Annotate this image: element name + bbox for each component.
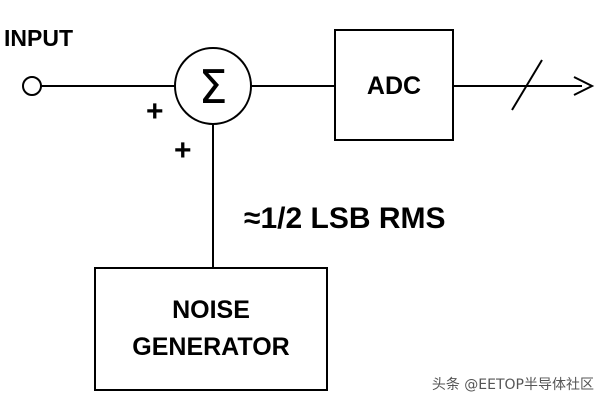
noise-amplitude-label: ≈1/2 LSB RMS [244,202,446,235]
sum-symbol: Σ [198,60,227,114]
watermark-text: 头条 @EETOP半导体社区 [432,376,594,393]
input-label: INPUT [4,25,73,51]
plus-sign-noise-input: + [174,134,192,167]
input-terminal [22,76,42,96]
bus-slash-mark [511,59,543,111]
noise-generator-label-line1: NOISE [172,296,250,324]
noise-generator-block [94,267,328,391]
plus-sign-left-input: + [146,95,164,128]
adc-label: ADC [367,72,421,100]
output-arrowhead [573,76,595,96]
adc-block [334,29,454,141]
noise-generator-label-line2: GENERATOR [132,333,289,361]
